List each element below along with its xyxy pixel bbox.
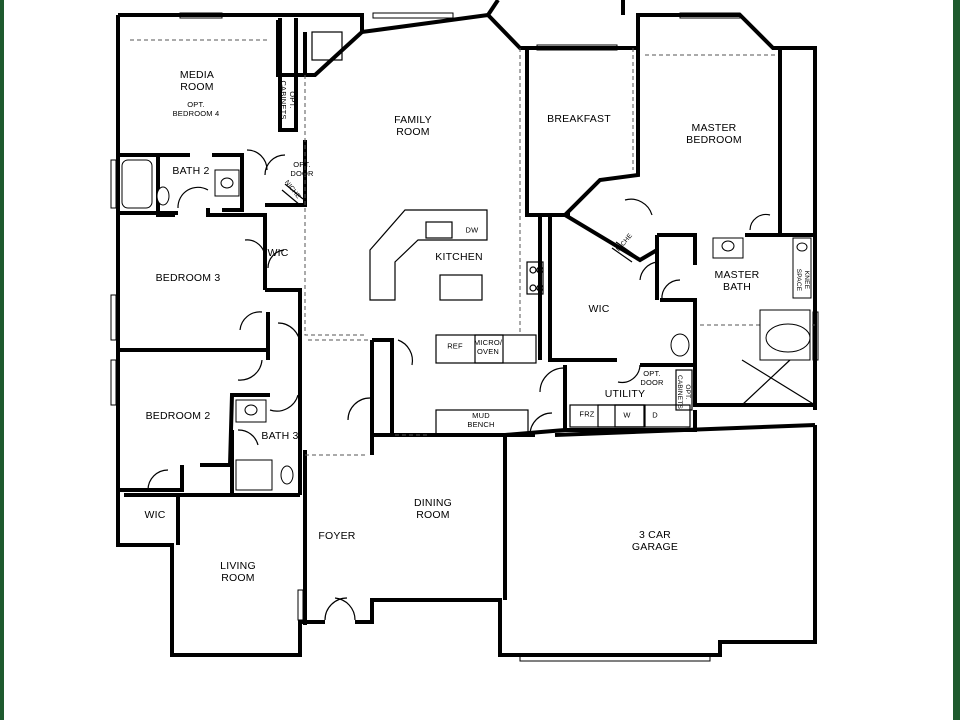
frame-right-border bbox=[953, 0, 960, 720]
media-room-label: MEDIA ROOM bbox=[179, 69, 215, 93]
opt-bedroom-4-label: OPT. BEDROOM 4 bbox=[172, 100, 220, 118]
wic-label-2: WIC bbox=[588, 303, 610, 315]
opt-door-label-2: OPT. DOOR bbox=[640, 369, 664, 387]
knee-space-label: KNEE SPACE bbox=[795, 268, 810, 292]
bath-fixtures bbox=[121, 31, 816, 491]
frame-left-border bbox=[0, 0, 4, 720]
living-room-label: LIVING ROOM bbox=[220, 560, 256, 584]
breakfast-label: BREAKFAST bbox=[547, 113, 611, 125]
utility-label: UTILITY bbox=[604, 388, 646, 400]
kitchen-label: KITCHEN bbox=[435, 251, 483, 263]
garage-label: 3 CAR GARAGE bbox=[631, 529, 679, 553]
micro-oven-label: MICRO/ OVEN bbox=[473, 338, 503, 356]
dryer-label: D bbox=[652, 410, 658, 420]
bath-2-label: BATH 2 bbox=[172, 165, 210, 177]
interior-walls bbox=[118, 18, 816, 625]
washer-label: W bbox=[623, 410, 631, 420]
wic-label-1: WIC bbox=[267, 247, 289, 259]
mud-bench-label: MUD BENCH bbox=[467, 411, 495, 429]
ref-label: REF bbox=[447, 341, 463, 351]
door-swings bbox=[147, 149, 771, 621]
master-bedroom-label: MASTER BEDROOM bbox=[686, 122, 742, 146]
opt-cabinets-label-2: OPT. CABINETS bbox=[676, 374, 691, 410]
opt-door-label: OPT. DOOR bbox=[290, 160, 314, 178]
bedroom-2-label: BEDROOM 2 bbox=[145, 410, 211, 422]
bath-3-label: BATH 3 bbox=[261, 430, 299, 442]
exterior-walls bbox=[116, 0, 817, 657]
opt-cabinets-label: OPT. CABINETS bbox=[279, 80, 297, 120]
dashed-openings bbox=[130, 39, 815, 456]
dw-label: DW bbox=[465, 225, 479, 235]
master-bath-label: MASTER BATH bbox=[714, 269, 760, 293]
family-room-label: FAMILY ROOM bbox=[394, 114, 432, 138]
dining-room-label: DINING ROOM bbox=[414, 497, 452, 521]
wic-label-3: WIC bbox=[144, 509, 166, 521]
kitchen-fixtures bbox=[369, 209, 544, 435]
niche-hatch bbox=[281, 183, 637, 263]
foyer-label: FOYER bbox=[318, 530, 356, 542]
freezer-label: FRZ bbox=[579, 409, 595, 419]
bedroom-3-label: BEDROOM 3 bbox=[155, 272, 221, 284]
